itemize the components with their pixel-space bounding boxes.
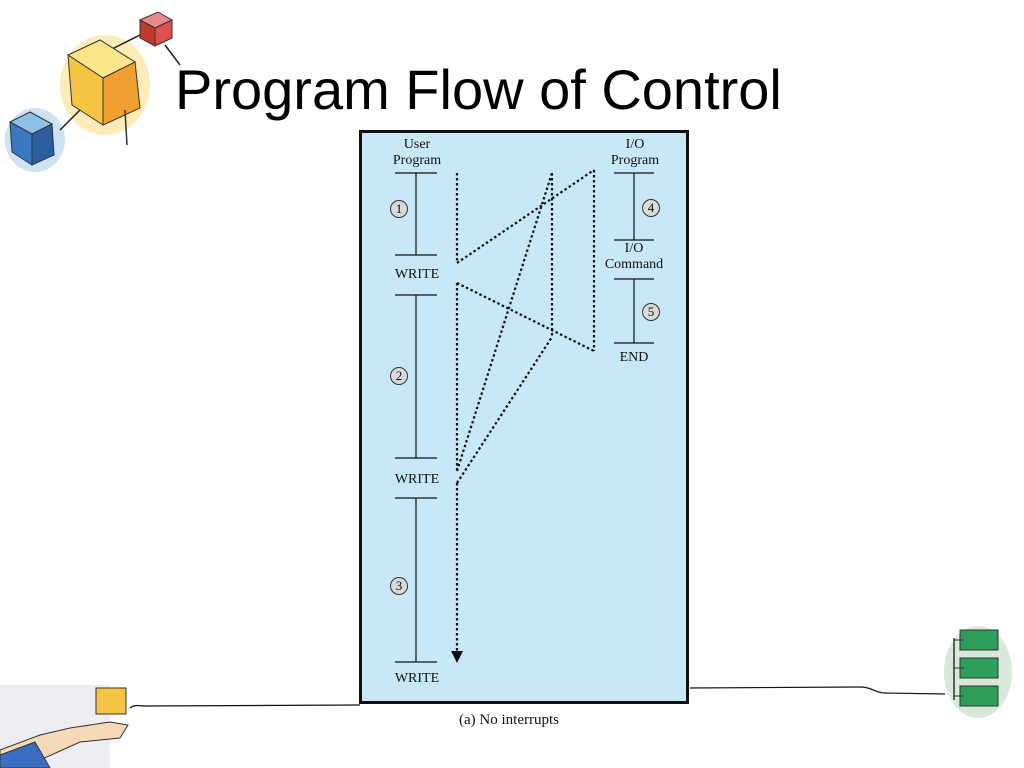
io-command-line1: I/O	[624, 241, 644, 256]
stacked-green-boxes-clipart-icon	[944, 626, 1012, 718]
write-label-1: WRITE	[394, 267, 440, 282]
write-label-3: WRITE	[394, 671, 440, 686]
cubes-clipart-icon	[5, 11, 181, 172]
slide-title: Program Flow of Control	[175, 58, 782, 121]
io-command-label: I/O Command	[594, 241, 674, 273]
flow-diagram: User Program I/O Program 1 2 3 4 5 WRITE…	[359, 130, 689, 704]
io-command-line2: Command	[604, 257, 664, 272]
step-2-badge: 2	[390, 367, 408, 385]
end-label: END	[619, 350, 649, 365]
io-program-label-line1: I/O	[625, 137, 645, 152]
user-program-label: User Program	[382, 137, 452, 169]
user-program-label-line2: Program	[392, 153, 442, 168]
io-program-label: I/O Program	[600, 137, 670, 169]
io-program-label-line2: Program	[610, 153, 660, 168]
connector-lines	[129, 686, 946, 709]
step-3-badge: 3	[390, 577, 408, 595]
hand-holding-box-clipart-icon	[0, 685, 129, 768]
step-1-badge: 1	[390, 200, 408, 218]
figure-caption: (a) No interrupts	[459, 712, 559, 728]
write-label-2: WRITE	[394, 472, 440, 487]
step-5-badge: 5	[642, 303, 660, 321]
user-program-label-line1: User	[403, 137, 431, 152]
flow-lines	[395, 169, 654, 663]
step-4-badge: 4	[642, 199, 660, 217]
